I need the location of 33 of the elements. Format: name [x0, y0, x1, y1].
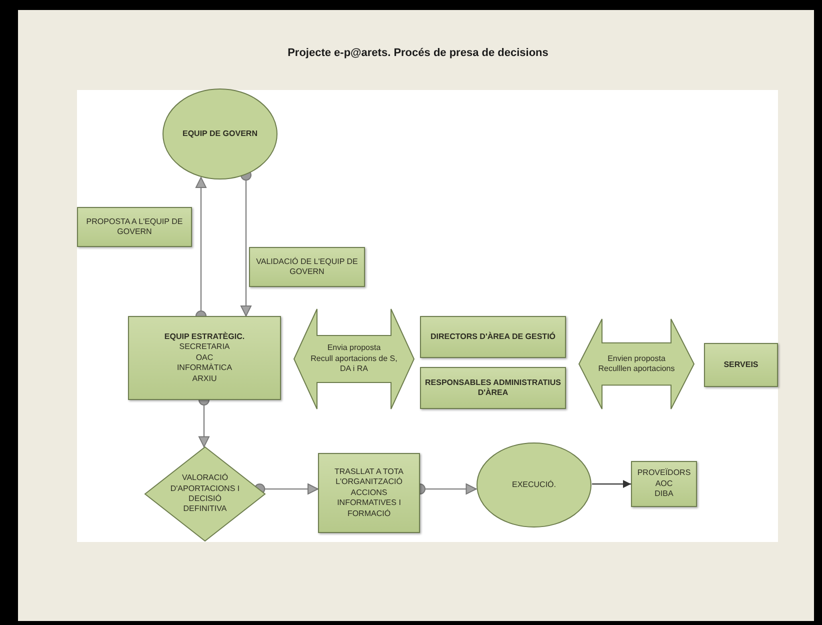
process-box [420, 367, 566, 409]
node-label: VALIDACIÓ DE L'EQUIP DE GOVERN [255, 256, 359, 278]
arrow [254, 484, 318, 494]
node-label: Recull aportacions de S, DA i RA [310, 354, 398, 375]
node-label: AOC [655, 478, 673, 490]
node-label: INFORMÀTICA [176, 363, 232, 374]
process-box [631, 461, 697, 507]
node-label: OAC [196, 352, 214, 363]
node-label: SERVEIS [724, 360, 758, 370]
node-label: DIRECTORS D'ÀREA DE GESTIÓ [430, 332, 556, 342]
process-box [704, 343, 778, 387]
node-label: ARXIU [192, 374, 217, 384]
node-label: Envia proposta [327, 343, 381, 354]
node-label: PROVEÏDORS [637, 468, 691, 479]
node-label: EQUIP DE GOVERN [182, 128, 258, 140]
node-label: EXECUCIÓ. [512, 480, 556, 490]
node-label: TRASLLAT A TOTA L'ORGANITZACIÓ ACCIONS INFORMATIVES I FORMACIÓ [333, 467, 405, 519]
node-label: SECRETARIA [179, 342, 230, 353]
node-label: VALORACIÓ D'APORTACIONS I DECISIÓ DEFINITIVA [169, 473, 241, 515]
node-label: Reculllen aportacions [598, 364, 675, 374]
node-label: PROPOSTA A L'EQUIP DE GOVERN [85, 216, 184, 238]
node-label: DIBA [654, 489, 674, 500]
process-box [128, 316, 281, 400]
arrow [592, 480, 631, 488]
node-label: Envien proposta [608, 354, 666, 364]
process-box [420, 316, 566, 358]
node-label: RESPONSABLES ADMINISTRATIUS D'ÀREA [425, 378, 561, 398]
process-box [318, 453, 420, 533]
arrow [240, 170, 252, 316]
process-box [249, 247, 365, 287]
process-box [77, 207, 192, 247]
node-label: EQUIP ESTRATÈGIC. [164, 332, 245, 342]
diagram-title: Projecte e-p@arets. Procés de presa de decisions [286, 46, 550, 61]
